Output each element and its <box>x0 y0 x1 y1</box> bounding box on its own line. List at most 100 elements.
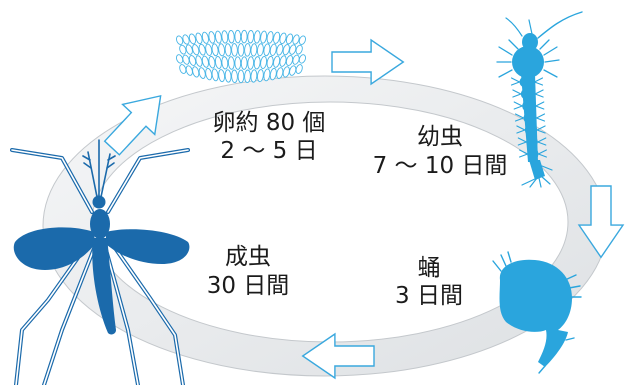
egg-cell <box>218 43 226 57</box>
larva-duration-text: 7 〜 10 日間 <box>372 153 508 179</box>
egg-cell <box>176 35 184 45</box>
larva-hair <box>533 81 544 86</box>
larva-segment <box>522 100 536 112</box>
egg-cell <box>185 44 193 55</box>
egg-cell <box>260 55 268 70</box>
pupa-icon <box>492 251 582 374</box>
egg-cell <box>253 56 261 70</box>
egg-cell <box>182 54 190 65</box>
larva-hair <box>536 129 546 134</box>
egg-cell <box>224 43 232 57</box>
egg-cell <box>256 43 264 57</box>
arrow-down-icon <box>579 186 623 257</box>
egg-cell <box>292 34 300 45</box>
egg-cell <box>211 43 219 57</box>
arrow-left-icon <box>303 334 374 378</box>
larva-hair <box>519 153 529 158</box>
egg-cell <box>260 30 268 44</box>
larva-segment <box>524 124 538 136</box>
egg-cell <box>263 43 271 57</box>
egg-cell <box>179 44 187 55</box>
larva-hair <box>535 105 545 110</box>
egg-cell <box>298 35 306 45</box>
mosquito-left-wing <box>13 227 95 270</box>
egg-cell <box>218 69 226 83</box>
larva-segment <box>520 88 536 100</box>
larva-hair <box>510 81 521 86</box>
egg-cell <box>285 33 294 45</box>
larva-name-text: 幼虫 <box>417 124 463 150</box>
egg-cell <box>192 66 200 78</box>
larva-hair <box>535 113 546 119</box>
larva-hair <box>536 125 546 131</box>
egg-cell <box>221 56 229 70</box>
egg-cell <box>295 44 303 55</box>
egg-raft-icon <box>176 29 306 84</box>
egg-cell <box>247 56 255 70</box>
egg-cell <box>247 29 255 44</box>
egg-cell <box>224 69 232 83</box>
egg-cell <box>205 67 213 81</box>
larva-hair <box>534 89 544 95</box>
egg-cell <box>214 55 222 70</box>
egg-cell <box>279 32 287 45</box>
egg-cell <box>273 31 281 44</box>
egg-cell <box>208 55 216 69</box>
egg-cell <box>201 31 209 44</box>
egg-cell <box>240 56 248 70</box>
larva-hair <box>514 117 525 122</box>
larva-tail <box>529 160 545 180</box>
egg-cell <box>276 43 284 56</box>
mosquito-abdomen <box>92 238 116 335</box>
egg-cell <box>227 29 235 44</box>
egg-duration-text: 2 〜 5 日 <box>220 138 318 164</box>
larva-icon <box>496 11 583 188</box>
egg-cell <box>289 44 297 55</box>
larva-thorax <box>512 46 544 78</box>
larva-hair <box>516 129 526 134</box>
egg-cell <box>240 29 248 44</box>
pupa-bristles <box>492 251 582 374</box>
egg-cell <box>266 31 274 44</box>
larva-hair <box>513 105 523 110</box>
larva-hair <box>510 77 521 83</box>
egg-cell <box>179 64 187 74</box>
egg-cell <box>269 43 277 56</box>
larva-hair <box>537 149 547 155</box>
pupa-stage-label: 蛹 3 日間 <box>369 254 489 310</box>
egg-cell <box>201 55 209 68</box>
adult-name-text: 成虫 <box>225 244 271 270</box>
larva-segment <box>526 136 538 148</box>
pupa-name-text: 蛹 <box>417 255 441 281</box>
egg-cell <box>234 29 242 44</box>
larva-hair <box>513 101 523 107</box>
egg-cell <box>231 43 238 57</box>
mosquito-legs <box>10 148 190 385</box>
larva-segments <box>510 76 547 160</box>
egg-cell <box>289 65 297 76</box>
larva-hair <box>517 141 527 146</box>
egg-cell <box>211 68 219 82</box>
egg-cell <box>198 67 206 79</box>
egg-cell <box>182 34 190 45</box>
egg-cell <box>256 69 264 83</box>
egg-cell <box>231 69 238 84</box>
egg-cell <box>208 31 216 44</box>
larva-hair <box>537 141 547 146</box>
egg-cell <box>188 55 197 66</box>
egg-cell <box>205 43 213 56</box>
egg-cell <box>244 43 251 57</box>
larva-hair <box>534 93 544 98</box>
larva-antenna <box>528 19 533 35</box>
larva-hair <box>535 117 546 122</box>
larva-hair <box>537 153 547 158</box>
mosquito-right-wing <box>106 229 190 264</box>
larva-hair <box>533 77 544 83</box>
egg-stage-label: 卵約 80 個 2 〜 5 日 <box>200 109 338 165</box>
pupa-duration-text: 3 日間 <box>395 283 463 309</box>
egg-cell <box>198 43 206 56</box>
egg-cell <box>250 43 258 57</box>
egg-cell <box>237 43 245 57</box>
egg-cell <box>266 55 274 69</box>
larva-hair <box>512 89 522 95</box>
